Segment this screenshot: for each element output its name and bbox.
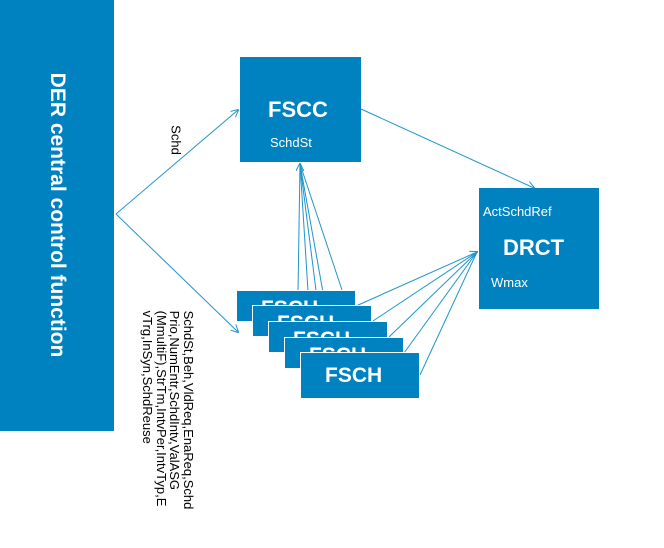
fscc-attribute: SchdSt — [270, 135, 312, 150]
arrow-control-to-fscc — [115, 110, 238, 215]
fsch-attribute-line: SchdSt,Beh,VldReq,EnaReq,Schd — [181, 310, 196, 510]
arrow-fsch-to-drct — [419, 251, 478, 376]
der-central-control-panel: DER central control function — [0, 0, 114, 431]
arrow-fsch-to-drct — [355, 252, 477, 307]
arrow-fsch-to-drct — [403, 251, 478, 354]
fscc-title: FSCC — [268, 97, 328, 122]
arrow-fsch-to-fscc — [299, 163, 343, 291]
arrow-fscc-to-drct — [360, 108, 534, 188]
fsch-title: FSCH — [325, 364, 383, 387]
fsch-attribute-list: SchdSt,Beh,VldReq,EnaReq,Schd Prio,NumEn… — [140, 310, 197, 510]
fscc-node: FSCC SchdSt — [240, 57, 361, 162]
fsch-attribute-line: (MmultiF),StrTm,IntvPer,IntvTyp,E — [154, 310, 169, 507]
arrow-fsch-to-fscc — [298, 164, 300, 293]
drct-ref-attribute: ActSchdRef — [483, 204, 552, 219]
arrow-control-to-fsch — [115, 213, 238, 332]
fsch-attribute-line: Prio,NumEntr,SchdIntv,ValASG — [167, 310, 183, 491]
fsch-node: FSCH — [300, 352, 420, 399]
drct-attribute: Wmax — [491, 275, 528, 290]
arrow-fsch-to-drct — [388, 251, 478, 338]
arrow-fsch-to-drct — [372, 251, 478, 322]
fsch-attribute-line: vTrg,InSyn,SchdReuse — [140, 310, 156, 444]
schd-label: Schd — [168, 125, 184, 155]
drct-node: ActSchdRef DRCT Wmax — [479, 188, 599, 309]
drct-title: DRCT — [503, 235, 565, 260]
arrow-fsch-to-fscc — [299, 163, 310, 308]
